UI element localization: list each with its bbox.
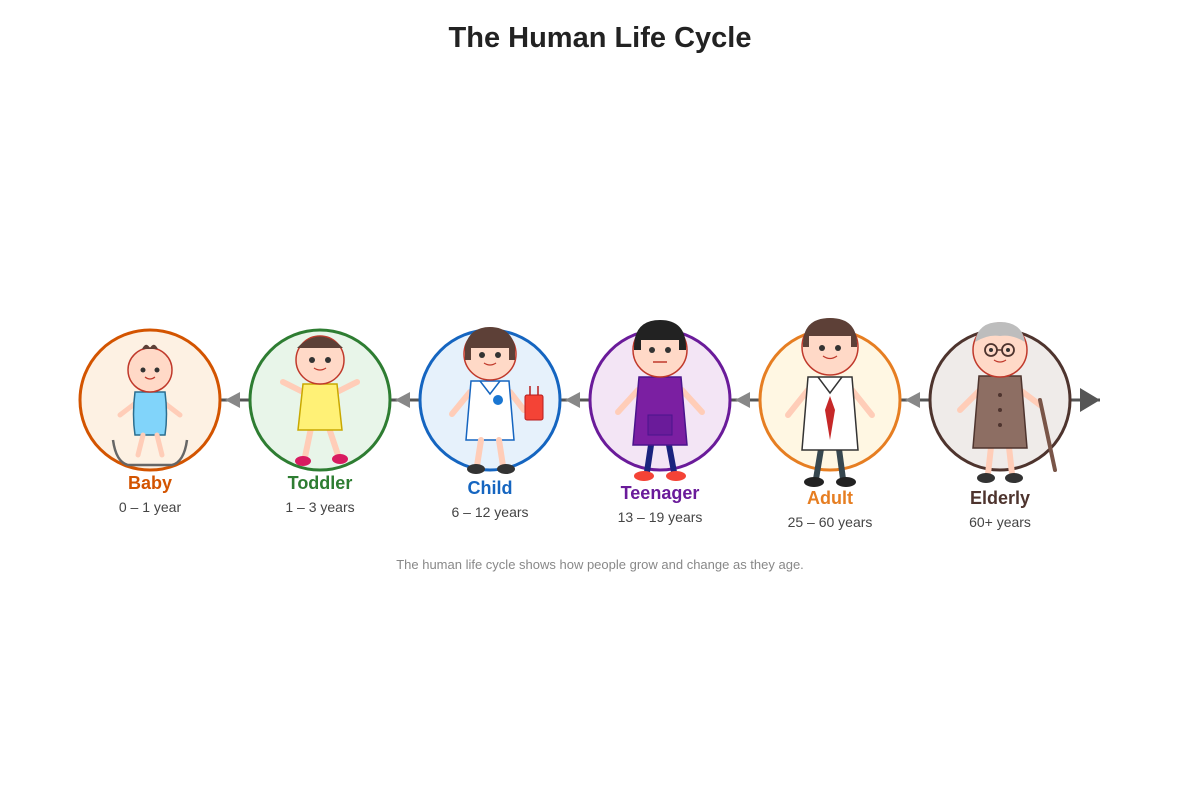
stage-label-teenager: Teenager [620, 483, 700, 503]
stage-age-toddler: 1 – 3 years [285, 499, 355, 515]
baby-figure-icon [111, 344, 189, 467]
stage-age-teenager: 13 – 19 years [617, 509, 703, 525]
stage-adult [758, 318, 902, 487]
arrowhead-icon [905, 392, 920, 408]
stage-teenager [588, 320, 732, 481]
stage-label-elderly: Elderly [969, 488, 1031, 508]
stage-toddler [248, 328, 392, 472]
toddler-figure-icon [280, 335, 360, 466]
stage-baby [78, 328, 222, 472]
adult-figure-icon [785, 318, 875, 487]
page-title: The Human Life Cycle [448, 22, 752, 54]
stage-label-toddler: Toddler [287, 473, 353, 493]
stage-child [418, 327, 562, 474]
arrowheads [225, 392, 920, 408]
stage-age-elderly: 60+ years [969, 514, 1031, 530]
stage-elderly [928, 322, 1072, 483]
stage-age-child: 6 – 12 years [451, 504, 529, 520]
diagram-caption: The human life cycle shows how people gr… [396, 557, 804, 572]
arrowhead-icon [735, 392, 750, 408]
teenager-figure-icon [615, 320, 705, 481]
stage-age-baby: 0 – 1 year [118, 499, 182, 515]
stage-label-baby: Baby [127, 473, 172, 493]
stage-age-adult: 25 – 60 years [787, 514, 873, 530]
elderly-figure-icon [957, 322, 1057, 483]
stage-label-adult: Adult [807, 488, 853, 508]
arrowhead-icon [395, 392, 410, 408]
end-arrow-icon [1080, 388, 1100, 412]
stage-label-child: Child [467, 478, 513, 498]
arrowhead-icon [565, 392, 580, 408]
child-figure-icon [449, 327, 544, 474]
arrowhead-icon [225, 392, 240, 408]
